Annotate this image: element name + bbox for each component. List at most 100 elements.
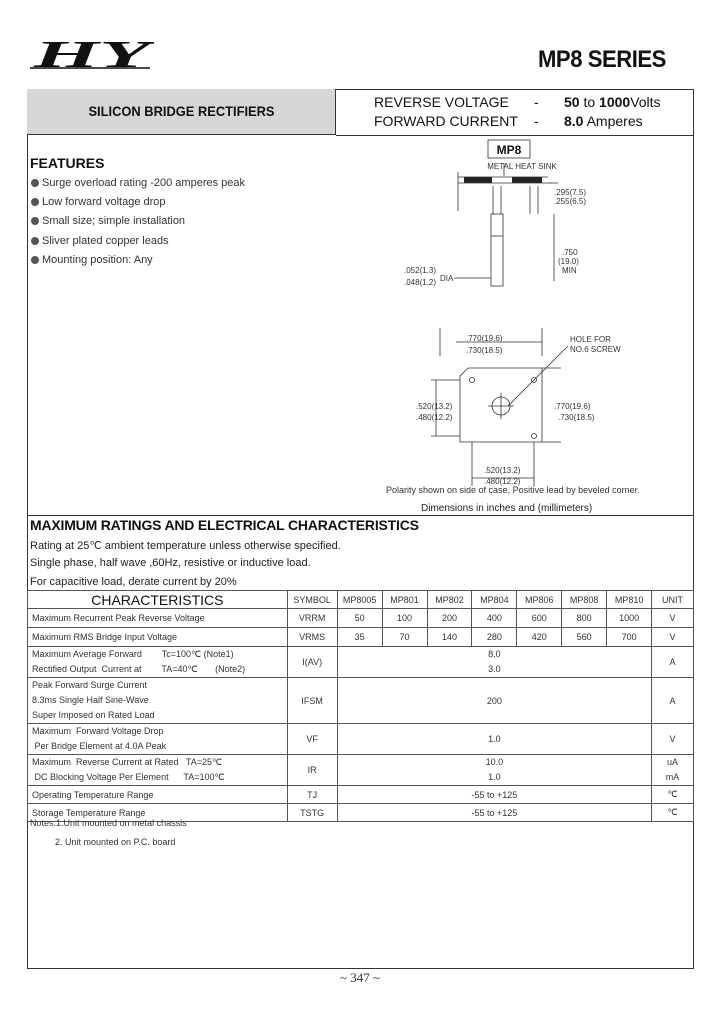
package-outline-diagram: MP8 METAL HEAT SINK .295(7.5) .255(6.5) … xyxy=(386,139,640,514)
reverse-voltage-row: REVERSE VOLTAGE-50 to 1000Volts xyxy=(374,94,661,110)
note-line-1: Notes:1.Unit mounted on metal chassis xyxy=(30,818,187,828)
row-value: -55 to +125 xyxy=(336,785,653,804)
condition-line: Rating at 25℃ ambient temperature unless… xyxy=(30,540,341,552)
note-line-2: 2. Unit mounted on P.C. board xyxy=(55,837,176,847)
reverse-voltage-dash: - xyxy=(534,94,539,110)
condition-line: Single phase, half wave ,60Hz, resistive… xyxy=(30,557,311,569)
feature-item: Low forward voltage drop xyxy=(31,196,166,208)
feature-item: Small size; simple installation xyxy=(31,215,185,227)
condition-line: For capacitive load, derate current by 2… xyxy=(30,576,237,588)
dim-g1: .520(13.2) xyxy=(484,466,521,475)
reverse-voltage-min: 50 xyxy=(564,94,580,110)
bullet-icon xyxy=(31,198,39,207)
table-row: Storage Temperature Range TSTG -55 to +1… xyxy=(27,803,694,822)
row-unit: V xyxy=(651,608,694,628)
row-desc: Maximum Average Forward Tc=100℃ (Note1)R… xyxy=(27,646,288,678)
dim-e1: .520(13.2) xyxy=(416,402,453,411)
dim-c1: .052(1.3) xyxy=(404,266,436,275)
row-symbol: IR xyxy=(286,754,338,786)
row-symbol: VRRM xyxy=(286,608,338,628)
table-header-row: CHARACTERISTICS SYMBOL MP8005 MP801 MP80… xyxy=(27,590,694,609)
row-desc: Maximum Recurrent Peak Reverse Voltage xyxy=(27,608,288,628)
reverse-voltage-label: REVERSE VOLTAGE xyxy=(374,94,509,110)
row-value: 200 xyxy=(336,677,653,724)
ratings-section-title: MAXIMUM RATINGS AND ELECTRICAL CHARACTER… xyxy=(30,517,419,533)
table-row: Maximum Recurrent Peak Reverse Voltage V… xyxy=(27,608,694,628)
reverse-voltage-unit: Volts xyxy=(630,94,661,110)
row-symbol: TSTG xyxy=(286,803,338,822)
package-name: MP8 xyxy=(497,143,522,157)
row-symbol: VRMS xyxy=(286,627,338,647)
bullet-icon xyxy=(31,256,39,265)
dim-f2: .730(18.5) xyxy=(558,413,595,422)
polarity-note: Polarity shown on side of case, Positive… xyxy=(386,485,640,495)
product-type-band xyxy=(27,89,336,135)
characteristics-table: CHARACTERISTICS SYMBOL MP8005 MP801 MP80… xyxy=(27,590,694,822)
forward-current-row: FORWARD CURRENT- 8.0 Amperes xyxy=(374,113,643,129)
col-header: MP8005 xyxy=(336,590,383,609)
hy-logo: HY xyxy=(30,38,154,72)
dim-c3: DIA xyxy=(440,274,454,283)
reverse-voltage-max: 1000 xyxy=(599,94,631,110)
col-header: MP808 xyxy=(561,590,608,609)
bullet-icon xyxy=(31,179,39,188)
bullet-icon xyxy=(31,237,39,246)
hole-label-1: HOLE FOR xyxy=(570,335,611,344)
feature-item: Mounting position: Any xyxy=(31,254,153,266)
col-header: MP806 xyxy=(516,590,563,609)
col-header: CHARACTERISTICS xyxy=(27,590,288,609)
dim-e2: .480(12.2) xyxy=(416,413,453,422)
row-unit: A xyxy=(651,646,694,678)
forward-current-unit: Amperes xyxy=(583,113,643,129)
section-divider xyxy=(27,515,694,516)
dim-c2: .048(1.2) xyxy=(404,278,436,287)
table-row: Maximum Average Forward Tc=100℃ (Note1)R… xyxy=(27,646,694,678)
row-unit: V xyxy=(651,723,694,755)
dim-a2: .255(6.5) xyxy=(554,197,586,206)
row-unit: ℃ xyxy=(651,803,694,822)
row-desc: Maximum Reverse Current at Rated TA=25℃ … xyxy=(27,754,288,786)
dim-b1: .750 xyxy=(562,248,578,257)
row-unit: ℃ xyxy=(651,785,694,804)
dimensions-note: Dimensions in inches and (millimeters) xyxy=(421,503,592,514)
features-title: FEATURES xyxy=(30,155,105,171)
forward-current-dash: - xyxy=(534,113,539,129)
row-desc: Storage Temperature Range xyxy=(27,803,288,822)
row-desc: Maximum Forward Voltage Drop Per Bridge … xyxy=(27,723,288,755)
logo-text: HY xyxy=(32,38,154,72)
col-header: MP801 xyxy=(381,590,428,609)
dim-d2: .730(18.5) xyxy=(466,346,503,355)
document-frame xyxy=(27,89,694,969)
row-desc: Operating Temperature Range xyxy=(27,785,288,804)
dim-d1: .770(19.6) xyxy=(466,334,503,343)
header-divider xyxy=(336,135,694,136)
feature-item: Surge overload rating -200 amperes peak xyxy=(31,177,245,189)
hole-label-2: NO.6 SCREW xyxy=(570,345,621,354)
table-row: Maximum Forward Voltage Drop Per Bridge … xyxy=(27,723,694,755)
dim-g2: .480(12.2) xyxy=(484,477,521,486)
col-header: MP802 xyxy=(426,590,473,609)
row-unit: V xyxy=(651,627,694,647)
row-value: -55 to +125 xyxy=(336,803,653,822)
col-header: SYMBOL xyxy=(286,590,338,609)
row-symbol: VF xyxy=(286,723,338,755)
dim-b3: MIN xyxy=(562,266,577,275)
product-type: SILICON BRIDGE RECTIFIERS xyxy=(88,103,275,119)
col-header: MP804 xyxy=(471,590,518,609)
page-number: ~ 347 ~ xyxy=(339,970,381,985)
col-header: MP810 xyxy=(606,590,653,609)
row-symbol: I(AV) xyxy=(286,646,338,678)
row-value: 1.0 xyxy=(336,723,653,755)
heat-sink-label: METAL HEAT SINK xyxy=(487,162,557,171)
forward-current-label: FORWARD CURRENT xyxy=(374,113,518,129)
col-header: UNIT xyxy=(651,590,694,609)
forward-current-value: 8.0 xyxy=(564,113,584,129)
bullet-icon xyxy=(31,217,39,226)
dim-f1: .770(19.6) xyxy=(554,402,591,411)
table-row: Maximum Reverse Current at Rated TA=25℃ … xyxy=(27,754,694,786)
feature-item: Sliver plated copper leads xyxy=(31,235,169,247)
